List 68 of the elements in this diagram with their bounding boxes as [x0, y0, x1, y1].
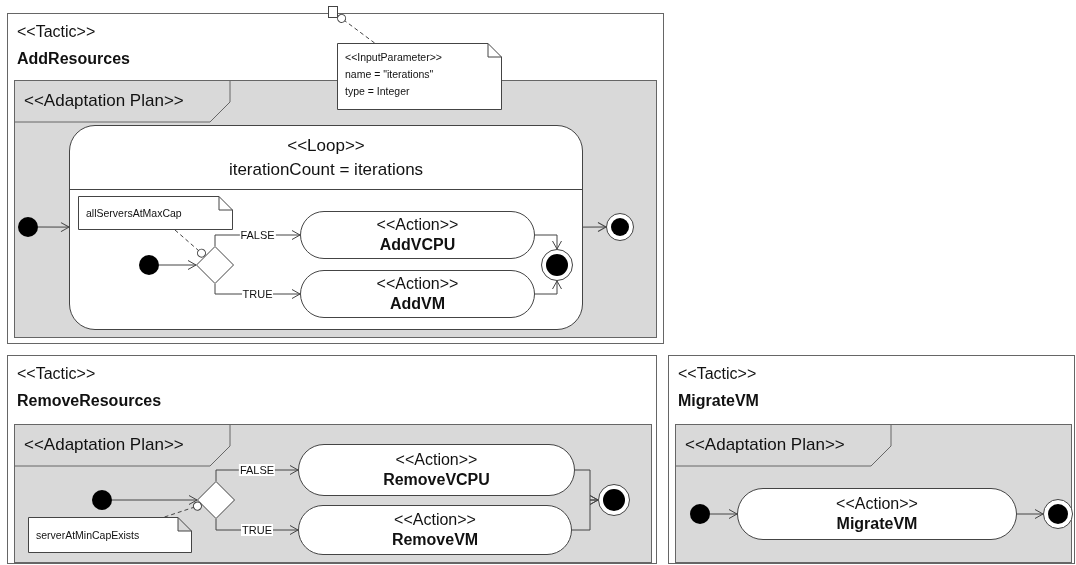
final-node	[606, 213, 634, 241]
arrow	[111, 495, 198, 505]
leader-line	[174, 229, 206, 258]
note	[28, 517, 192, 553]
note	[337, 43, 502, 110]
tactic-name: AddResources	[17, 50, 130, 68]
arrow	[582, 222, 607, 233]
decision-diamond	[196, 246, 234, 284]
note	[78, 196, 233, 230]
arrow	[709, 509, 738, 519]
adaptation-plan-frame	[675, 424, 1072, 563]
initial-node	[139, 255, 159, 275]
edge-label: TRUE	[241, 288, 274, 300]
tactic-name: RemoveResources	[17, 392, 162, 410]
arrow	[37, 222, 70, 233]
action-node	[300, 270, 535, 318]
final-node	[1043, 499, 1073, 529]
final-node	[541, 249, 573, 281]
action-name: RemoveVCPU	[383, 470, 490, 490]
frame-title: <<Adaptation Plan>>	[685, 435, 845, 455]
note-text: serverAtMinCapExists	[36, 529, 140, 541]
edge-label: TRUE	[241, 524, 273, 536]
stereotype-label: <<Action>>	[376, 274, 459, 294]
stereotype-label: <<Tactic>>	[17, 365, 96, 383]
tactic-frame	[7, 13, 664, 344]
edge-label: FALSE	[238, 464, 276, 476]
initial-node	[92, 490, 112, 510]
note-text: type = Integer	[345, 85, 410, 97]
note-text: allServersAtMaxCap	[86, 207, 182, 219]
stereotype-label: <<Tactic>>	[17, 23, 96, 41]
adaptation-plan-frame	[14, 424, 652, 563]
tactic-frame	[7, 355, 657, 564]
action-name: RemoveVM	[391, 530, 479, 550]
stereotype-label: <<Action>>	[376, 215, 459, 235]
initial-node	[18, 217, 38, 237]
parameter-port	[328, 6, 338, 18]
action-node	[298, 505, 572, 555]
tactic-name: MigrateVM	[678, 392, 759, 410]
arrow	[534, 280, 562, 295]
initial-node	[690, 504, 710, 524]
leader-line	[164, 501, 203, 518]
note-text: name = "iterations"	[345, 68, 434, 80]
stereotype-label: <<Action>>	[836, 494, 918, 514]
final-node	[598, 484, 630, 516]
tactic-frame	[668, 355, 1075, 564]
stereotype-label: <<Loop>>	[287, 134, 365, 157]
loop-condition: iterationCount = iterations	[228, 158, 424, 181]
arrow	[158, 260, 197, 270]
frame-title: <<Adaptation Plan>>	[24, 435, 184, 455]
action-name: AddVM	[389, 294, 446, 314]
arrow	[1016, 509, 1044, 519]
action-node	[298, 444, 575, 496]
arrow	[534, 234, 562, 250]
decision-diamond	[197, 481, 235, 519]
action-name: MigrateVM	[836, 514, 918, 534]
leader-line	[337, 13, 376, 44]
loop-node	[69, 125, 583, 330]
stereotype-label: <<Action>>	[395, 450, 478, 470]
stereotype-label: <<Tactic>>	[678, 365, 757, 383]
action-name: AddVCPU	[379, 235, 456, 255]
action-node	[300, 211, 535, 259]
action-node	[737, 488, 1017, 540]
frame-title: <<Adaptation Plan>>	[24, 91, 184, 111]
adaptation-plan-frame	[14, 80, 657, 338]
note-text: <<InputParameter>>	[345, 51, 442, 63]
arrow	[571, 495, 599, 531]
stereotype-label: <<Action>>	[394, 510, 476, 530]
edge-label: FALSE	[239, 229, 276, 241]
